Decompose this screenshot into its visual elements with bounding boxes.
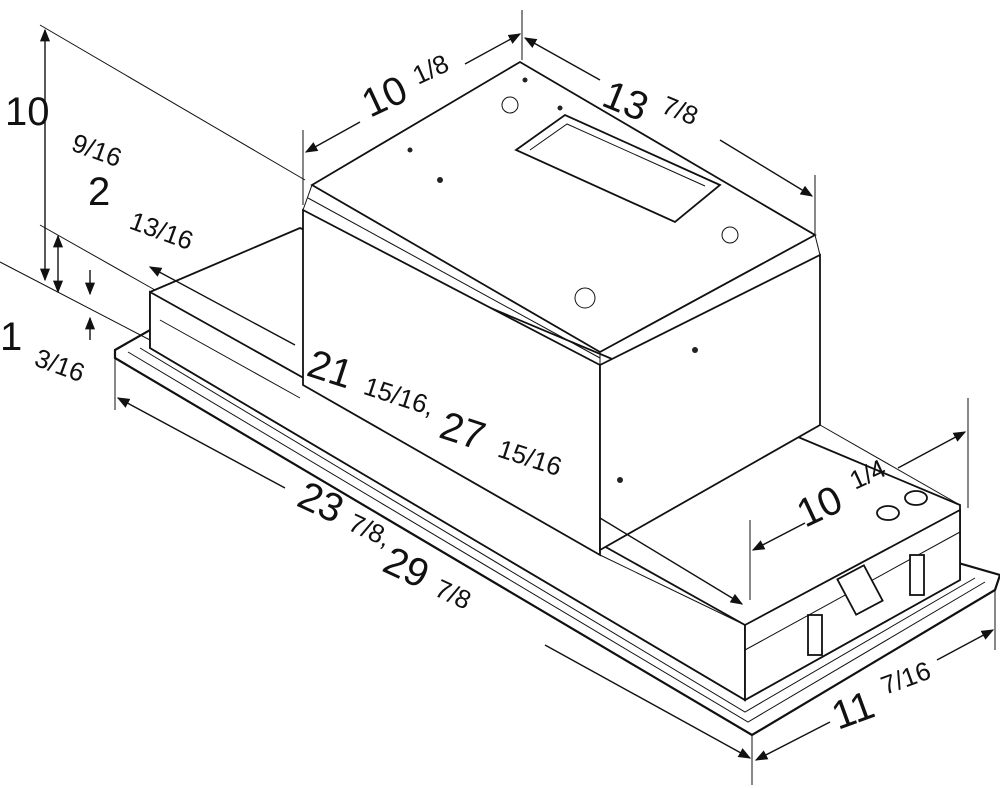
blower-housing [302,60,821,557]
dim-lower-body-height: 2 13/16 [88,170,197,256]
dim-fraction: 7/16 [877,655,935,701]
electrical-box [807,490,928,656]
dim-fraction: 1/8 [408,48,453,90]
dimension-lines [0,10,996,785]
dim-fraction-alt: 7/8 [430,573,475,615]
dim-whole: 1 [0,315,22,359]
dim-whole: 2 [88,170,110,214]
dim-overall-height: 10 9/16 [5,90,126,173]
dim-fraction: 7/8 [658,90,703,131]
dim-whole: 11 [826,683,880,739]
duct-opening [514,113,722,224]
dim-whole: 10 [355,67,414,126]
dim-fraction: 9/16 [68,127,126,173]
dim-tray-height: 1 3/16 [0,315,89,388]
dim-whole: 10 [5,90,50,134]
dim-fraction: 3/16 [31,342,89,388]
dim-fraction: 13/16 [126,205,197,255]
